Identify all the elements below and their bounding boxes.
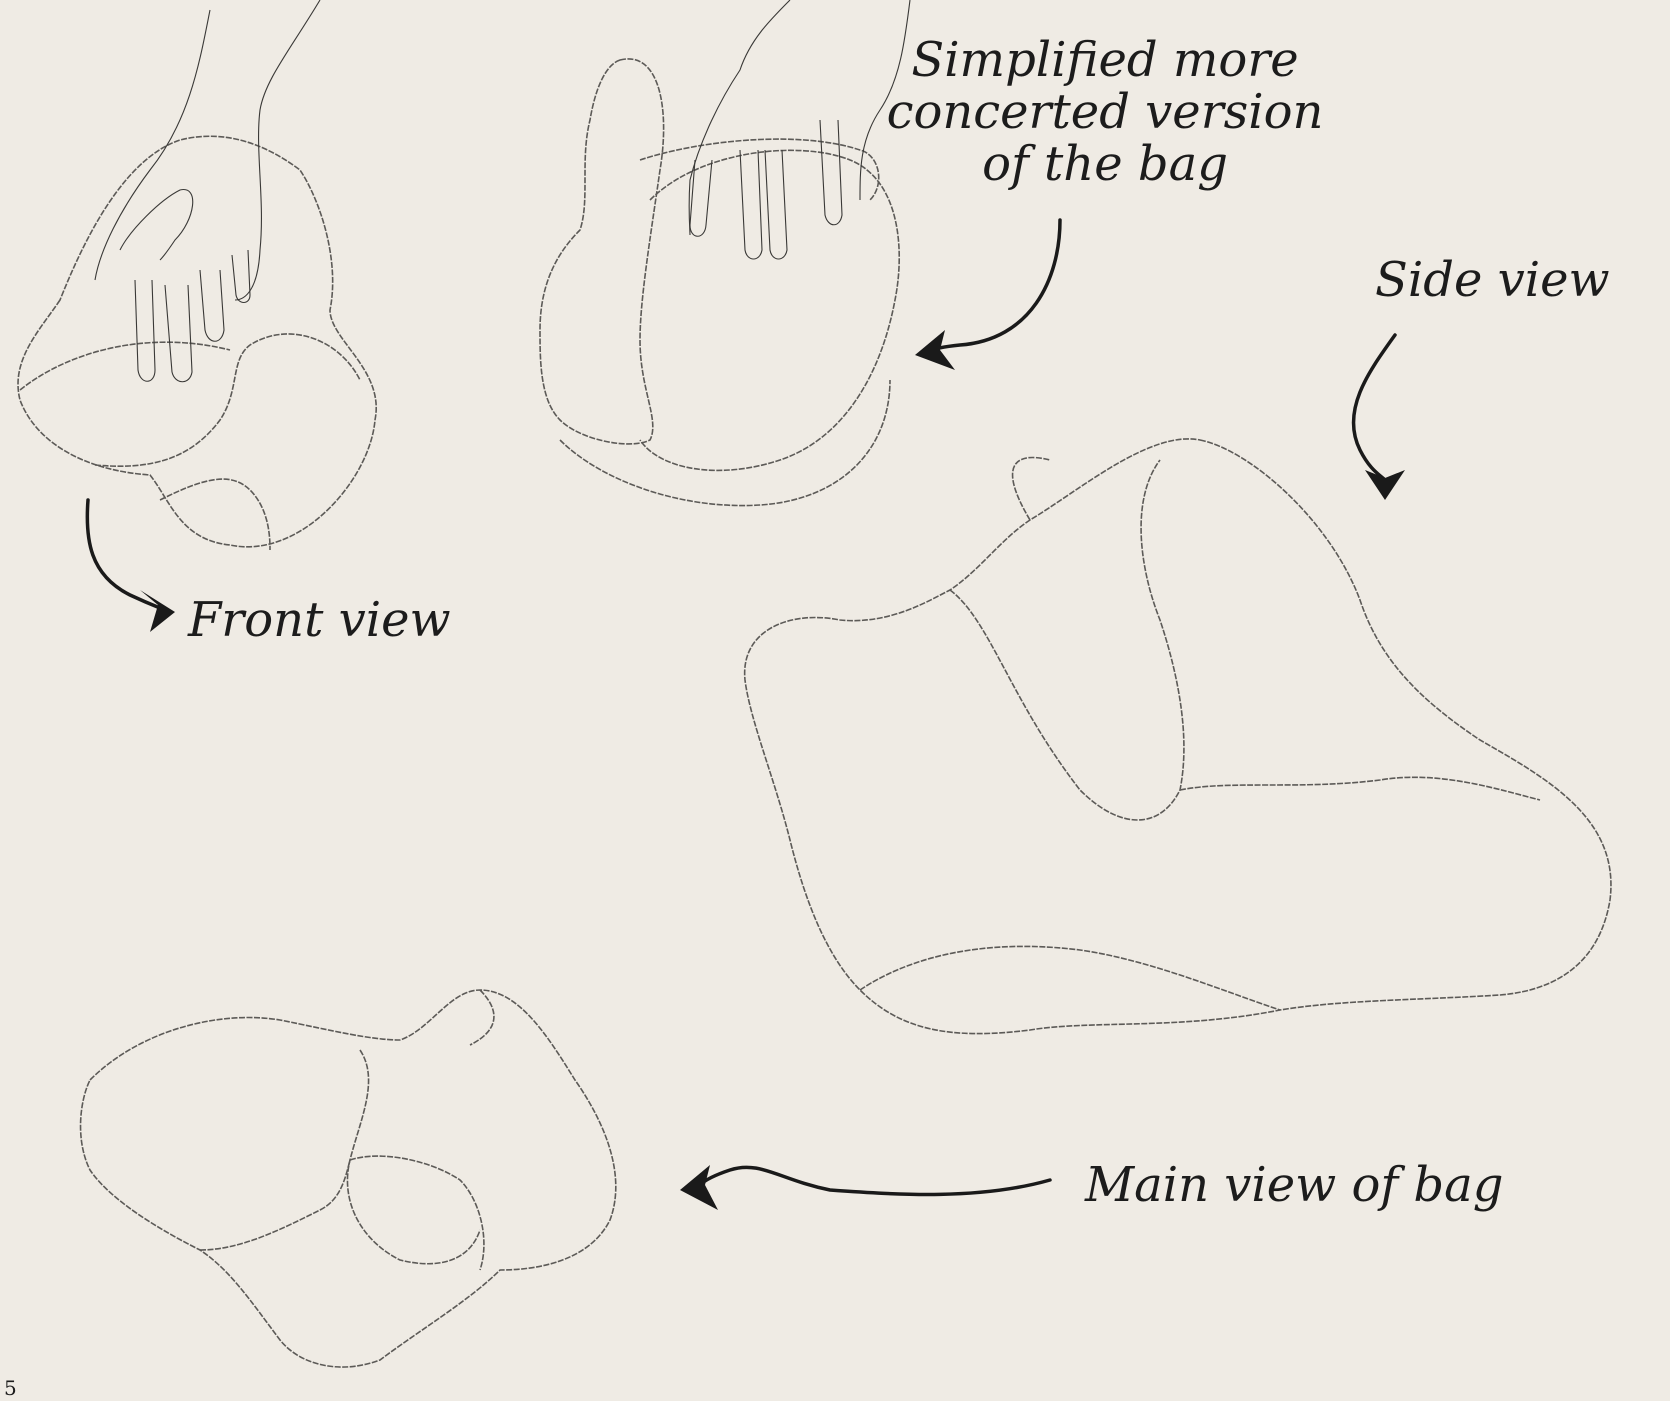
simplified-bag (540, 59, 899, 506)
simplified-line-1: Simplified more (885, 35, 1325, 87)
side-view-label: Side view (1375, 255, 1610, 307)
arrow-to-front-view (87, 500, 175, 632)
page-number: 5 (4, 1378, 17, 1400)
front-view-bag (18, 136, 376, 550)
main-view-label: Main view of bag (1085, 1160, 1504, 1212)
arrow-to-simplified (915, 220, 1060, 370)
simplified-line-2: concerted version (885, 87, 1325, 139)
simplified-hand (689, 0, 910, 259)
simplified-line-3: of the bag (885, 139, 1325, 191)
front-view-hand (95, 0, 320, 382)
main-view-bag (81, 990, 616, 1367)
arrow-to-side-view (1353, 335, 1405, 500)
side-view-bag (745, 439, 1611, 1034)
front-view-label: Front view (188, 595, 451, 647)
arrow-to-main-view (680, 1165, 1050, 1210)
simplified-annotation: Simplified more concerted version of the… (885, 35, 1325, 190)
